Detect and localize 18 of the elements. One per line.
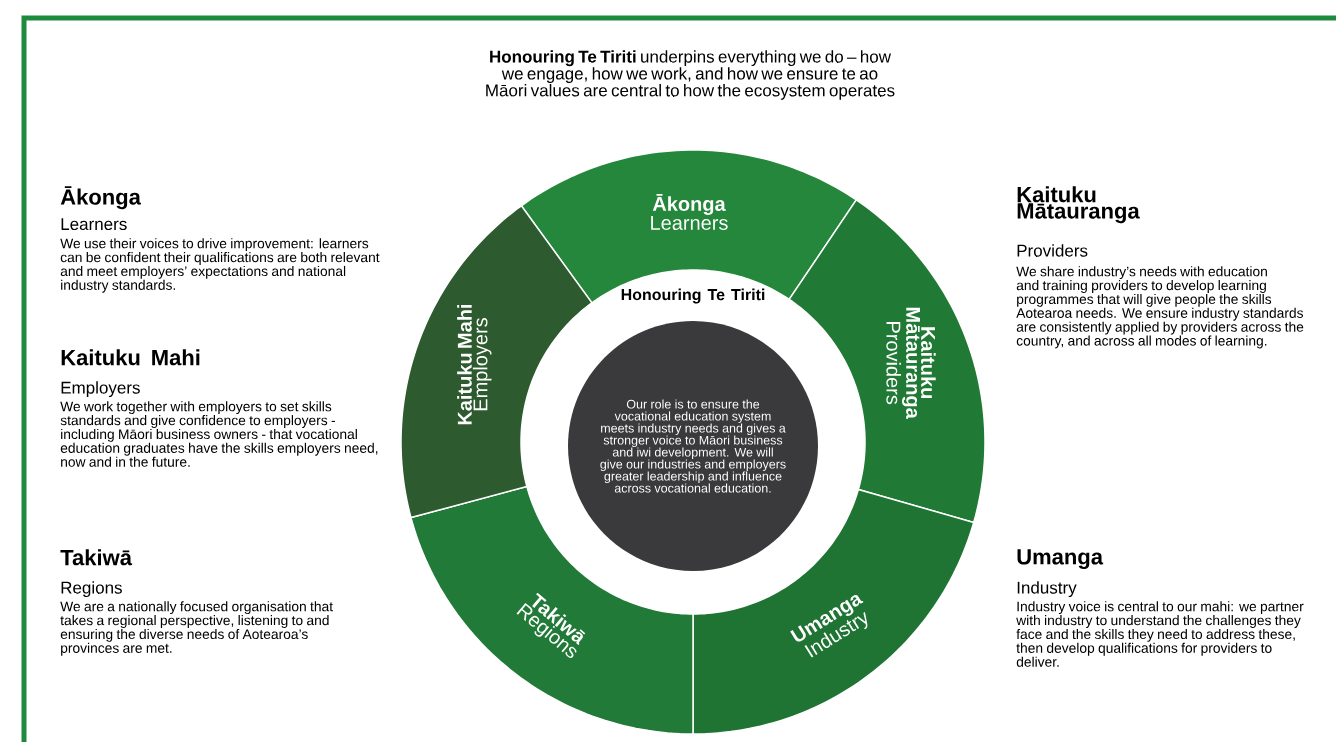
section-description: We use their voices to drive improvement: learners can be confident their qualifications are both relevant and meet employers’ expectations and national industry standards.: [60, 238, 380, 293]
section-subheading: Regions: [61, 581, 122, 598]
section-subheading: Providers: [1017, 244, 1088, 257]
section-subheading: Employers: [61, 381, 140, 398]
section-description: We work together with employers to set skills standards and give confidence to employers - including Māori business owners - that vocational education graduates have the skills employers need, now and in the future.: [60, 401, 378, 467]
section-subheading: Learners: [61, 218, 127, 231]
title: Honouring Te Tiriti underpins everything we do – how we engage, how we work, and how we ensure te ao Māori values are central to how the ecosystem operates: [486, 50, 895, 100]
wheel-segment: Kaituku Mātauranga Providers: [788, 198, 986, 524]
section-heading: Kaituku Mahi: [61, 349, 200, 366]
section-subheading: Industry: [1017, 581, 1077, 598]
node-label: Honouring Te Tiriti: [621, 288, 765, 304]
section-description: Industry voice is central to our mahi: we partner with industry to understand the challenges they face and the skills they need to address these, then develop qualifications for providers to deliver.: [1016, 601, 1304, 667]
section-heading: Umanga: [1017, 549, 1104, 569]
section-description: We are a nationally focused organisation that takes a regional perspective, listening to and ensuring the diverse needs of Aotearoa’s provinces are met.: [60, 601, 333, 656]
section-heading: Kaituku Mātauranga: [1017, 186, 1140, 224]
section-description: We share industry’s needs with education and training providers to develop learning programmes that will give people the skills Aotearoa needs. We ensure industry standards are consistently applied by providers across the country, and across all modes of learning.: [1016, 266, 1304, 349]
section-heading: Takiwā: [60, 549, 133, 566]
section-heading: Ākonga: [60, 186, 141, 210]
